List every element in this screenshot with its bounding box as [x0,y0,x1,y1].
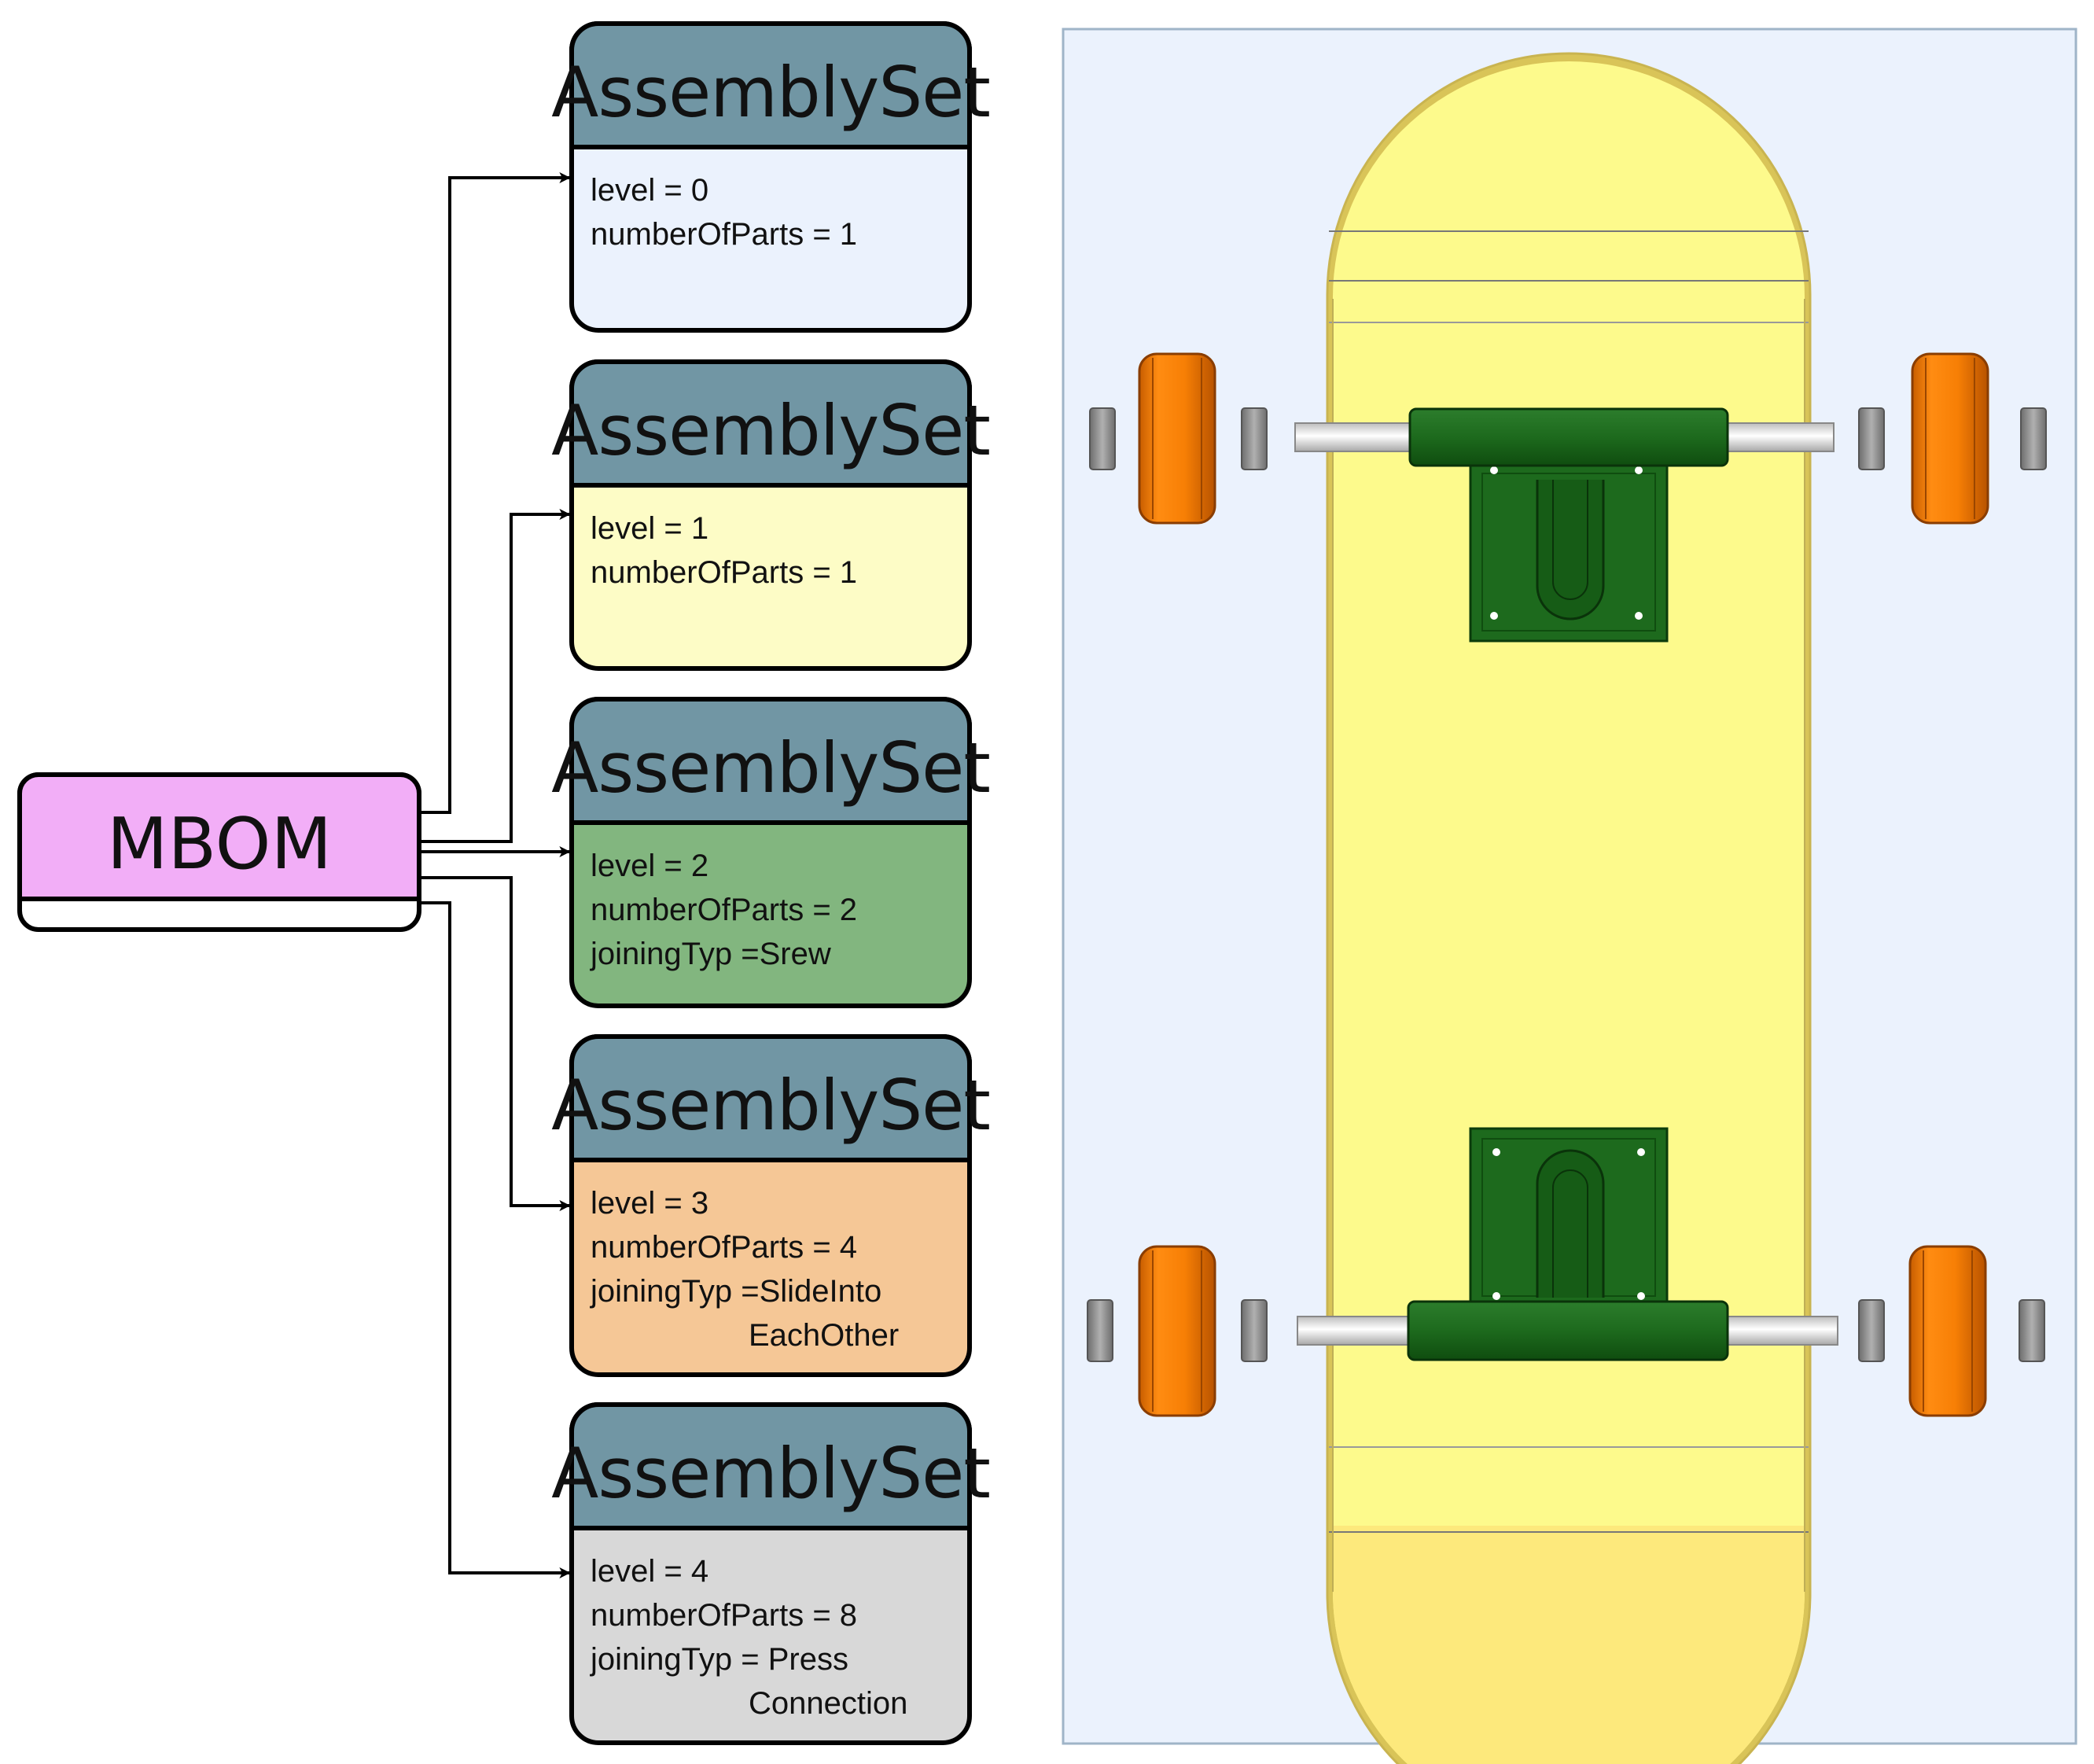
skateboard-render-panel [1062,28,2077,1764]
mbom-title: MBOM [107,803,332,886]
assembly-set-attribute: level = 0 [591,173,708,208]
assembly-set-attribute: joiningTyp =Srew [590,937,831,971]
assembly-set-attribute: numberOfParts = 1 [591,217,857,252]
assembly-set-attribute: level = 4 [591,1554,708,1589]
assembly-set-box-level-0: AssemblySet level = 0 numberOfParts = 1 [551,21,991,333]
wheel-rear-right [1908,1245,1987,1417]
assembly-set-attribute: numberOfParts = 8 [591,1598,857,1633]
assembly-set-box-level-1: AssemblySet level = 1 numberOfParts = 1 [551,359,991,671]
bearing-front-right-inner [1858,407,1885,470]
truck-rear [1297,1127,1838,1361]
assembly-set-title: AssemblySet [551,52,990,133]
connector-lines [421,172,571,1578]
bearing-front-left-inner [1241,407,1268,470]
assembly-set-attribute: level = 2 [591,849,708,883]
assembly-set-header [569,697,972,825]
assembly-set-title: AssemblySet [551,1433,990,1514]
hanger-rear [1407,1300,1729,1361]
wheel-front-right [1911,352,1989,525]
mbom-node-header [17,772,421,901]
hanger-front [1408,407,1729,467]
skateboard-deck [1326,52,1812,1764]
assembly-set-box-level-4: AssemblySet level = 4 numberOfParts = 8 joi… [551,1402,991,1745]
bearing-rear-right-outer [2019,1299,2045,1362]
bearing-front-right-outer [2020,407,2047,470]
bearing-rear-left-inner [1241,1299,1268,1362]
connector-level-4 [421,901,571,1578]
connector-level-3 [421,876,571,1211]
wheels [1087,352,2047,1417]
assembly-set-box-level-2: AssemblySet level = 2 numberOfParts = 2 joi… [551,697,991,1008]
assembly-set-attribute: joiningTyp = Press [590,1642,848,1677]
assembly-set-header [569,1402,972,1530]
bearing-front-left-outer [1089,407,1116,470]
connector-level-0 [421,172,571,814]
assembly-set-title: AssemblySet [551,1065,990,1146]
bearing-rear-right-inner [1858,1299,1885,1362]
connector-level-1 [421,509,571,843]
assembly-set-attribute: EachOther [749,1318,899,1353]
assembly-set-header [569,1034,972,1162]
assembly-set-attribute: numberOfParts = 4 [591,1230,857,1265]
axle-rear-right [1723,1316,1838,1346]
assembly-set-attribute: level = 3 [591,1186,708,1221]
assembly-set-attribute: Connection [749,1686,907,1721]
assembly-set-box-level-3: AssemblySet level = 3 numberOfParts = 4 joi… [551,1034,991,1377]
assembly-set-attribute: joiningTyp =SlideInto [590,1274,881,1309]
assembly-set-title: AssemblySet [551,390,990,471]
axle-front-right [1723,422,1835,452]
axle-front-left [1294,422,1411,452]
assembly-set-header [569,21,972,149]
wheel-front-left [1138,352,1216,525]
mbom-node: MBOM [17,772,421,932]
assembly-set-attribute: numberOfParts = 1 [591,555,857,590]
assembly-set-title: AssemblySet [551,727,990,808]
axle-rear-left [1297,1316,1416,1346]
truck-front [1294,407,1835,643]
wheel-rear-left [1138,1245,1216,1417]
bearing-rear-left-outer [1087,1299,1113,1362]
assembly-set-attribute: level = 1 [591,511,708,546]
assembly-set-header [569,359,972,488]
assembly-set-attribute: numberOfParts = 2 [591,893,857,927]
